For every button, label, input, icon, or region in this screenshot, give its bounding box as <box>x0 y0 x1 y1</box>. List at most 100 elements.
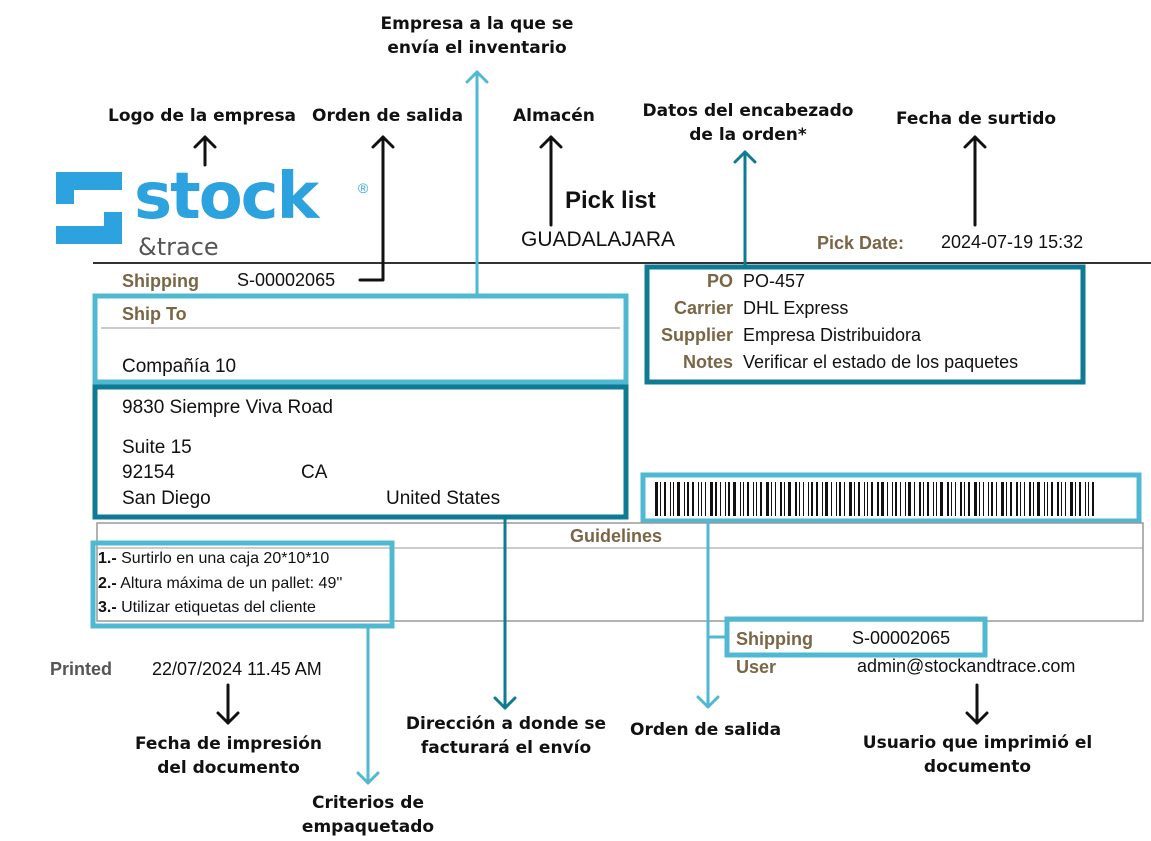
order-info-row: Notes Verificar el estado de los paquete… <box>682 352 1019 372</box>
order-header-highlight <box>644 264 1086 385</box>
barcode-bar <box>808 482 809 516</box>
barcode-bar <box>914 482 915 516</box>
barcode-bar <box>1033 482 1034 516</box>
order-info-row: PO PO-457 <box>706 271 806 291</box>
barcode-highlight <box>640 472 1142 524</box>
barcode-bar <box>788 482 791 516</box>
barcode-bar <box>854 482 855 516</box>
barcode-bar <box>895 482 897 516</box>
barcode-bar <box>725 482 726 516</box>
barcode-bar <box>887 482 888 516</box>
order-info-row: Supplier Empresa Distribuidora <box>660 325 922 345</box>
barcode-bar <box>960 482 962 516</box>
barcode-bar <box>733 482 736 516</box>
barcode-bar <box>1092 482 1094 516</box>
barcode-bar <box>877 482 879 516</box>
barcode-bar <box>747 482 749 516</box>
barcode-bar <box>867 482 868 516</box>
barcode-bar <box>728 482 730 516</box>
ship-to-street: 9830 Siempre Viva Road <box>122 397 333 418</box>
barcode-bar <box>822 482 823 516</box>
barcode-bar <box>784 482 785 516</box>
barcode-bar <box>715 482 717 516</box>
barcode-bar <box>1057 482 1059 516</box>
barcode-bar <box>974 482 977 516</box>
ship-to-company: Compañía 10 <box>122 356 237 377</box>
barcode-bar <box>687 482 689 516</box>
annotation-orden-salida: Orden de salida <box>312 106 464 126</box>
barcode-bar <box>677 482 680 516</box>
barcode-bar <box>919 482 921 516</box>
barcode-bar <box>905 482 906 516</box>
barcode-bar <box>1024 482 1025 516</box>
barcode-bar <box>908 482 911 516</box>
barcode-bar <box>849 482 852 516</box>
barcode-bar <box>825 482 828 516</box>
guideline-item: 2.- Altura máxima de un pallet: 49'' <box>98 575 343 592</box>
barcode-bar <box>951 482 952 516</box>
barcode-bar <box>831 482 832 516</box>
logo-wordmark: stock <box>134 160 319 234</box>
barcode-bar <box>775 482 776 516</box>
barcode-bar <box>1037 482 1040 516</box>
ship-to-suite: Suite 15 <box>122 437 192 458</box>
footer-user-value: admin@stockandtrace.com <box>857 656 1076 676</box>
guidelines-highlight <box>90 540 395 629</box>
barcode-bar <box>933 482 934 516</box>
guidelines-table <box>96 522 1144 622</box>
barcode-bar <box>1029 482 1031 516</box>
barcode-bar <box>988 482 989 516</box>
barcode-bar <box>900 482 901 516</box>
barcode-bar <box>816 482 818 516</box>
pick-date-value: 2024-07-19 15:32 <box>941 232 1084 252</box>
annotation-fecha-surtido: Fecha de surtido <box>896 109 1057 129</box>
barcode-bar <box>670 482 671 516</box>
shipping-value: S-00002065 <box>237 270 336 290</box>
logo-subtitle: &trace <box>138 233 219 261</box>
barcode-bar <box>756 482 757 516</box>
barcode-bar <box>1075 482 1076 516</box>
barcode-bar <box>684 482 685 516</box>
barcode-bar <box>799 482 800 516</box>
barcode-bar <box>871 482 873 516</box>
barcode-bar <box>720 482 721 516</box>
shipping-label: Shipping <box>122 271 199 291</box>
footer-shipping-label: Shipping <box>736 629 813 649</box>
guidelines-title: Guidelines <box>570 526 663 546</box>
annotation-orden-salida-bottom: Orden de salida <box>630 720 782 740</box>
barcode-bar <box>1061 482 1062 516</box>
barcode-bar <box>964 482 965 516</box>
barcode-bar <box>1070 482 1073 516</box>
barcode-bar <box>705 482 706 516</box>
barcode-bar <box>692 482 694 516</box>
barcode-bar <box>940 482 943 516</box>
barcode-bar <box>795 482 797 516</box>
barcode-bar <box>673 482 674 516</box>
barcode-bar <box>740 482 741 516</box>
ship-to-state: CA <box>301 462 328 483</box>
barcode-bar <box>743 482 744 516</box>
barcode-bar <box>892 482 893 516</box>
barcode-bar <box>1051 482 1053 516</box>
barcode-bar <box>968 482 970 516</box>
barcode-bar <box>701 482 702 516</box>
barcode-bar <box>1047 482 1048 516</box>
barcode-bar <box>664 482 666 516</box>
barcode-bar <box>760 482 762 516</box>
barcode-bar <box>803 482 804 516</box>
registered-mark: ® <box>358 180 369 196</box>
barcode-bar <box>1088 482 1089 516</box>
barcode-bar <box>864 482 865 516</box>
barcode-bar <box>1016 482 1018 516</box>
barcode-bar <box>839 482 841 516</box>
barcode-bar <box>947 482 949 516</box>
barcode-bar <box>991 482 993 516</box>
barcode-bar <box>927 482 929 516</box>
pick-date-label: Pick Date: <box>817 233 905 253</box>
